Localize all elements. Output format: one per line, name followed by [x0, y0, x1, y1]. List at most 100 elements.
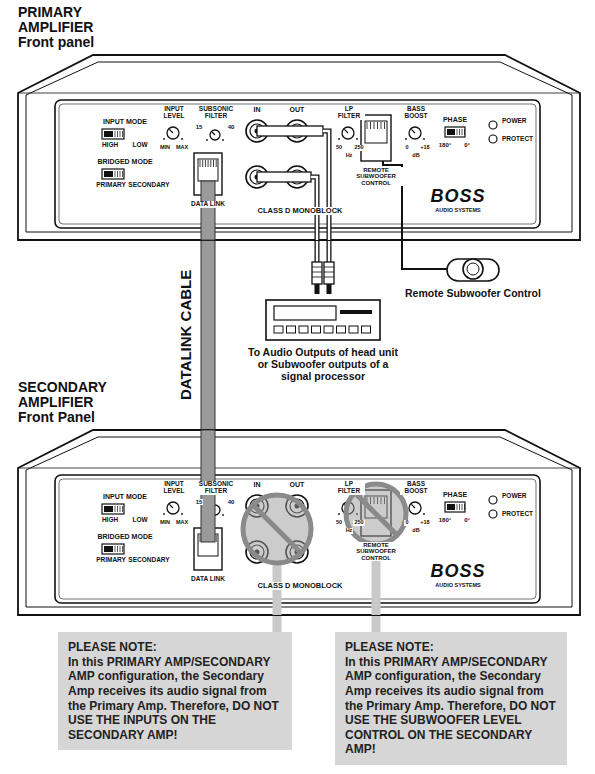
rca-plug-rib: [324, 272, 334, 273]
panel-label: PHASE: [442, 491, 468, 498]
remote-cable: [402, 240, 447, 269]
head-unit-display: [274, 306, 336, 320]
slide-switch: [445, 502, 465, 512]
rca-cable-core: [316, 240, 318, 264]
panel-label: HIGH: [101, 517, 119, 524]
panel-label: MIN: [159, 520, 171, 526]
remote-control: Remote Subwoofer Control: [447, 256, 499, 282]
switch-rib: [120, 546, 121, 552]
amp-housing: [18, 430, 580, 615]
panel-label: MAX: [175, 145, 189, 151]
switch-rib: [462, 129, 463, 135]
panel-label: LOW: [131, 142, 148, 149]
housing-bevel: [26, 437, 572, 607]
note-leader: [277, 615, 278, 632]
switch-rib: [459, 129, 460, 135]
rca-cable-core: [328, 240, 330, 264]
datalink-pin: [216, 160, 217, 167]
knob-pointer: [169, 129, 173, 133]
slide-switch: [445, 127, 465, 137]
panel-label: MIN: [159, 145, 171, 151]
node-caption: Remote Subwoofer Control: [388, 288, 558, 299]
front-panel: [55, 100, 540, 228]
switch-rib: [117, 171, 118, 177]
knob-tick: [181, 138, 183, 140]
knob-tick: [356, 138, 358, 140]
panel-label: PROTECT: [501, 136, 534, 143]
switch-rib: [457, 504, 458, 510]
amplifier: PRIMARY AMPLIFIER Front panelINPUT MODEH…: [18, 55, 580, 240]
datalink-jack-inner: [198, 159, 218, 181]
panel-label: 0: [404, 145, 409, 151]
rj-jack: [361, 115, 391, 161]
switch-rib: [117, 131, 118, 137]
panel-label: INPUT LEVEL: [157, 481, 191, 495]
switch-rib: [115, 131, 116, 137]
note-heading: PLEASE NOTE:: [345, 640, 557, 655]
head-unit: To Audio Outputs of head unit or Subwoof…: [266, 300, 380, 340]
datalink-pin: [205, 160, 206, 167]
panel-label: DATA LINK: [190, 576, 226, 583]
panel-label: DATA LINK: [190, 201, 226, 208]
panel-label: OUT: [289, 106, 306, 113]
note-heading: PLEASE NOTE:: [68, 640, 282, 655]
housing-bevel: [26, 62, 572, 232]
power-led: [489, 496, 497, 504]
datalink-pin: [210, 160, 211, 167]
panel-label: REMOTE SUBWOOFER CONTROL: [349, 167, 403, 186]
panel-label: BASS BOOST: [400, 481, 432, 495]
note-box: PLEASE NOTE:In this PRIMARY AMP/SECONDAR…: [58, 632, 292, 750]
datalink-pin: [200, 160, 201, 167]
panel-label: +18: [419, 145, 430, 151]
remote-knob-cap: [467, 263, 479, 275]
switch-rib: [462, 504, 463, 510]
panel-label: 15: [195, 124, 204, 130]
panel-label: 250: [353, 520, 364, 526]
switch-slider: [104, 506, 113, 512]
slide-switch: [102, 169, 124, 179]
switch-rib: [459, 504, 460, 510]
switch-slider: [447, 504, 455, 510]
panel-label: 180°: [438, 517, 452, 523]
rca-cable-line: [315, 240, 320, 264]
datalink-pin: [208, 160, 209, 167]
switch-rib: [115, 546, 116, 552]
housing-edge: [18, 468, 580, 469]
switch-rib: [464, 504, 465, 510]
note-body: In this PRIMARY AMP/SECONDARY AMP config…: [68, 655, 282, 743]
switch-rib: [464, 129, 465, 135]
knob-pointer: [411, 129, 415, 133]
head-unit-button: [324, 326, 333, 333]
panel-label: 180°: [438, 142, 452, 148]
front-panel-inner: [59, 479, 536, 599]
rca-plug-rib: [312, 267, 322, 268]
rj-pin: [370, 122, 371, 129]
control-knob: [409, 127, 421, 139]
datalink-cable: [201, 181, 215, 240]
knob-tick: [338, 513, 340, 515]
knob-tick: [163, 138, 165, 140]
switch-rib: [115, 506, 116, 512]
prohibition-slash: [253, 505, 301, 553]
brand-logo: BOSS: [429, 562, 486, 581]
panel-label: POWER: [501, 493, 528, 500]
panel-label: IN: [253, 481, 262, 488]
rca-plug-rib: [324, 267, 334, 268]
switch-slider: [447, 129, 455, 135]
switch-slider: [104, 546, 113, 552]
leader-line: [273, 615, 282, 632]
panel-label: MAX: [175, 520, 189, 526]
rca-plug: [312, 262, 322, 284]
panel-label: 0°: [463, 517, 471, 523]
rca-plug-rib: [312, 272, 322, 273]
switch-rib: [122, 171, 123, 177]
protect-led: [489, 510, 497, 518]
panel-label: INPUT MODE: [102, 118, 148, 125]
remote-cable-line: [402, 240, 447, 269]
panel-label: CLASS D MONOBLOCK: [257, 582, 344, 590]
panel-label: Hz: [345, 153, 354, 159]
rj-pin: [377, 122, 378, 129]
switch-rib: [457, 129, 458, 135]
switch-rib: [120, 506, 121, 512]
protect-led: [489, 135, 497, 143]
